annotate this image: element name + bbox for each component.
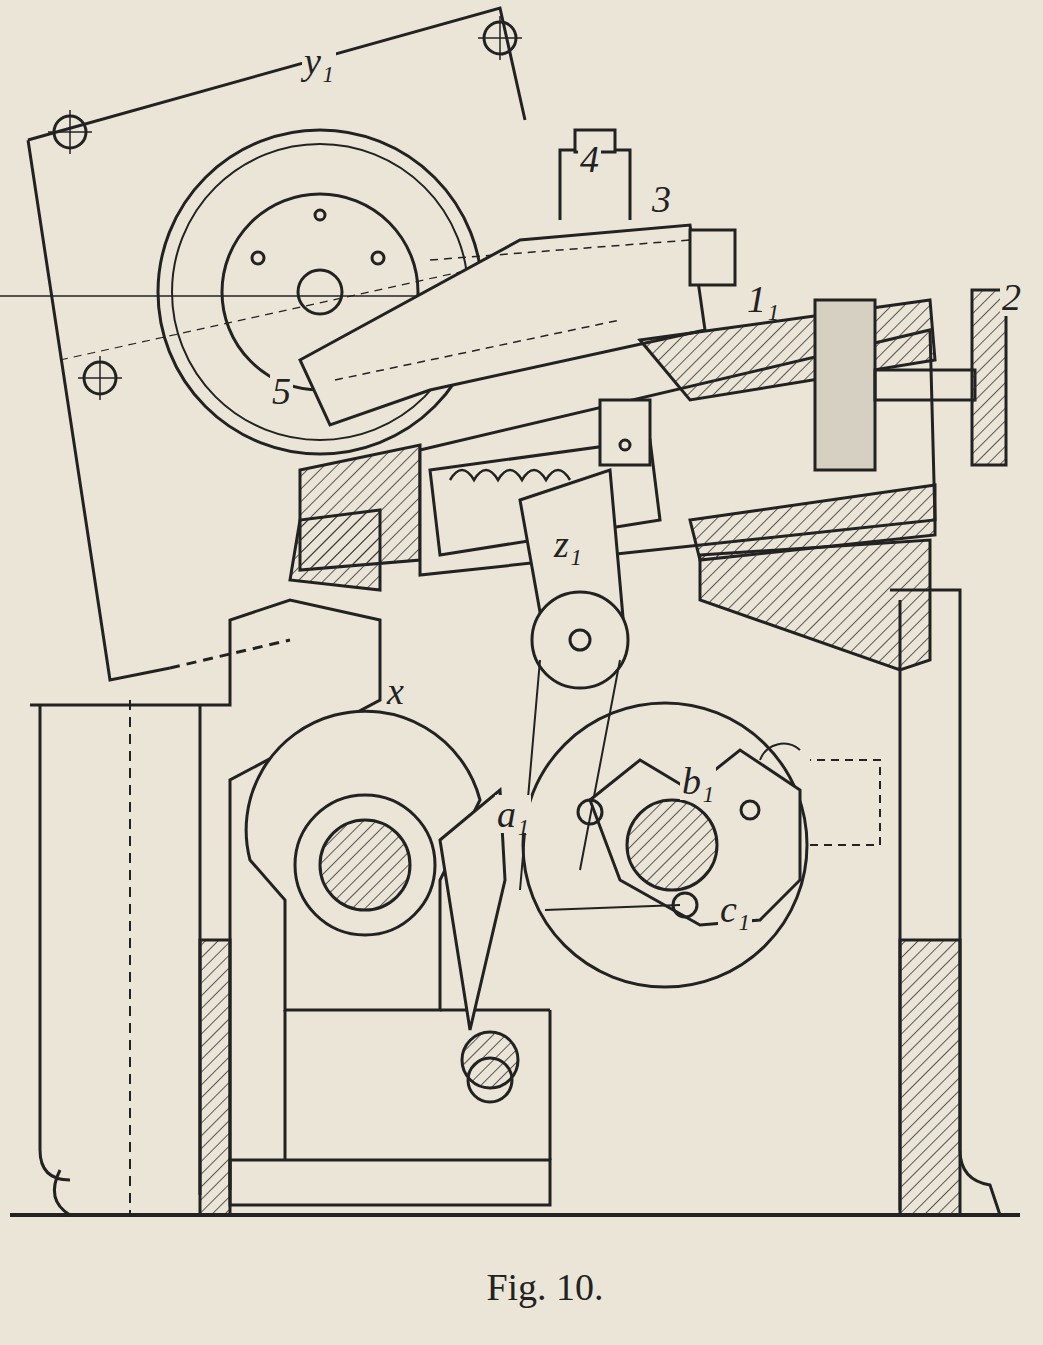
callout-label: 1₁: [745, 280, 781, 318]
callout-label: 4: [578, 140, 601, 178]
callout-label: y₁: [302, 42, 336, 80]
callout-label: 2: [1000, 278, 1023, 316]
callout-label: x: [385, 672, 406, 710]
figure-caption: Fig. 10.: [486, 1268, 603, 1306]
callout-label: b₁: [680, 762, 716, 800]
callout-label: 5: [270, 372, 293, 410]
callout-label: a₁: [495, 795, 531, 833]
callout-label: 3: [650, 180, 673, 218]
callout-label: c₁: [718, 890, 752, 928]
callout-label: z₁: [552, 525, 584, 563]
